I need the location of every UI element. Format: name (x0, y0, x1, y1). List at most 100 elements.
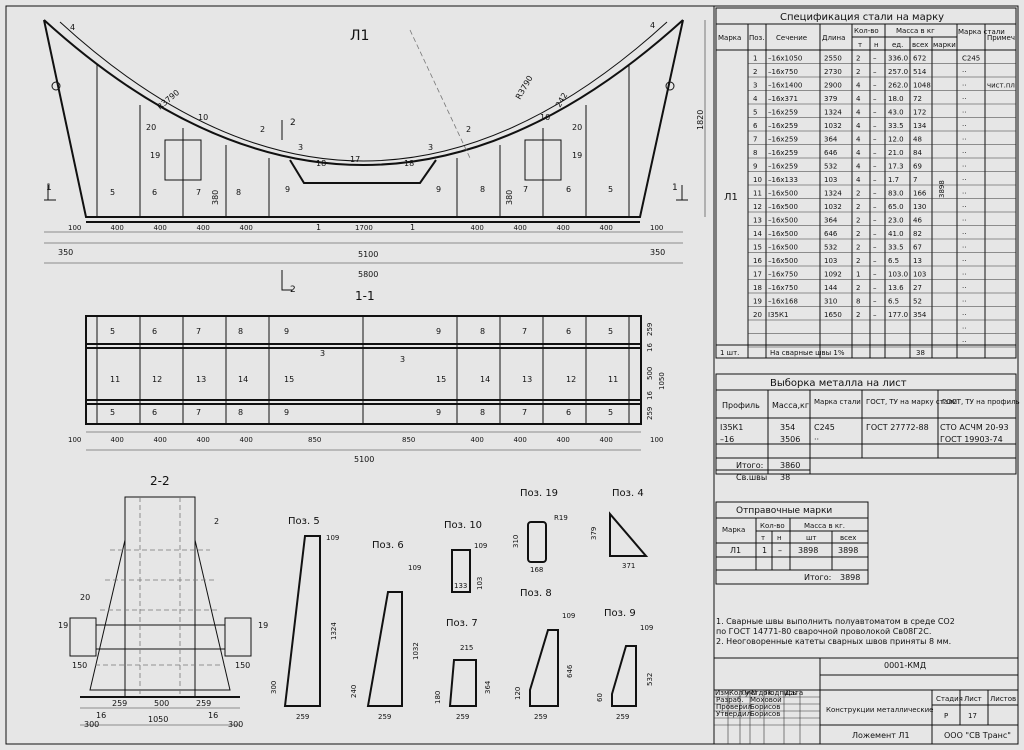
plan-bot-3: 8 (238, 408, 243, 417)
spec-mark: Л1 (724, 192, 738, 203)
elev-dim-6: 400 (471, 224, 484, 232)
plan-mid-1: 12 (152, 375, 162, 384)
plan-top-3: 8 (238, 327, 243, 336)
spec-cell-dlina: 1324 (824, 109, 842, 117)
radius-left: R3790 (156, 88, 182, 112)
spec-h-massa: Масса в кг (896, 27, 935, 35)
spec-cell-poz: 13 (753, 217, 762, 225)
plan-dim-7: 400 (471, 436, 484, 444)
spec-cell-stal: ·· (962, 95, 966, 103)
elev-part-2: 7 (196, 188, 201, 197)
spec-cell-ed: 43.0 (888, 109, 904, 117)
section-mark-bottom: 2 (290, 285, 296, 295)
elev-dim-5: 1700 (355, 224, 373, 232)
otpr-itogo-val: 3898 (840, 573, 860, 582)
spec-cell-stal: ·· (962, 68, 966, 76)
spec-cell-n: – (873, 298, 877, 306)
poz6-d4: 259 (378, 713, 391, 721)
elev-part-11: 8 (480, 185, 485, 194)
elev-part-15: 4 (70, 23, 75, 32)
plan-top-9: 5 (608, 327, 613, 336)
spec-cell-ed: 21.0 (888, 149, 904, 157)
vyborka-h-marka: Марка стали (814, 398, 861, 406)
plan-bot-1: 6 (152, 408, 157, 417)
spec-cell-poz: 15 (753, 244, 762, 252)
spec-cell-dlina: 1032 (824, 122, 842, 130)
elev-part-22: 10 (540, 113, 550, 122)
spec-cell-stal: ·· (962, 244, 966, 252)
spec-cell-poz: 9 (753, 163, 757, 171)
spec-cell-vseh: 84 (913, 149, 922, 157)
radius-right: R3790 (514, 74, 535, 101)
poz5-shape (283, 535, 321, 707)
spec-cell-stal: ·· (962, 298, 966, 306)
plan-mid-4: 15 (284, 375, 294, 384)
spec-cell-t: 2 (856, 230, 860, 238)
detail-poz6: Поз. 6 109 1032 240 259 (350, 540, 421, 721)
spec-cell-sech: –16х259 (768, 122, 798, 130)
poz8-label: Поз. 8 (520, 588, 552, 599)
stamp-utverdil-name: Борисов (750, 710, 780, 718)
poz9-d2: 532 (646, 673, 654, 686)
s22-1050: 1050 (148, 715, 168, 724)
spec-cell-dlina: 2730 (824, 68, 842, 76)
spec-cell-vseh: 48 (913, 136, 922, 144)
spec-cell-ed: 262.0 (888, 82, 908, 90)
stamp-head-1: Кол.уч (729, 689, 753, 697)
plan-dim-9: 400 (557, 436, 570, 444)
stamp-object: Конструкции металлические (826, 706, 934, 714)
dim-5100: 5100 (358, 250, 378, 259)
spec-cell-t: 2 (856, 203, 860, 211)
vyborka-h-gost-marka: ГОСТ, ТУ на марку стали (866, 398, 957, 406)
plan-bot-8: 6 (566, 408, 571, 417)
spec-cell-t: 2 (856, 190, 860, 198)
s22-2: 2 (214, 517, 219, 526)
spec-cell-poz: 8 (753, 149, 757, 157)
s22-259-left: 259 (112, 699, 127, 708)
spec-cell-dlina: 532 (824, 244, 837, 252)
vyborka-cell: 3506 (780, 435, 800, 444)
vyborka-itogo-val: 3860 (780, 461, 800, 470)
spec-cell-vseh: 82 (913, 230, 922, 238)
plan-top-4: 9 (284, 327, 289, 336)
spec-cell-vseh: 46 (913, 217, 922, 225)
vyborka-itogo-label: Итого: (736, 461, 763, 470)
spec-cell-poz: 11 (753, 190, 762, 198)
elevation-outline (43, 19, 684, 218)
spec-cell-poz: 6 (753, 122, 758, 130)
note-1b: по ГОСТ 14771-80 сварочной проволокой Св… (716, 627, 931, 636)
spec-cell-ed: 17.3 (888, 163, 904, 171)
detail-poz4: Поз. 4 379 371 (590, 488, 649, 570)
plan-right-dim-1: 16 (646, 343, 654, 352)
poz19-d3: 168 (530, 566, 543, 574)
spec-footer-text: На сварные швы 1% (770, 349, 845, 357)
spec-cell-stal: ·· (962, 311, 966, 319)
spec-cell-sech: I35К1 (768, 311, 788, 319)
spec-cell-sech: –16х750 (768, 284, 798, 292)
elev-dim-10: 100 (650, 224, 663, 232)
elev-dim-3: 400 (197, 224, 210, 232)
poz9-label: Поз. 9 (604, 608, 636, 619)
elev-part-1: 6 (152, 188, 157, 197)
spec-cell-ed: 18.0 (888, 95, 904, 103)
spec-cell-ed: 257.0 (888, 68, 908, 76)
spec-cell-sech: –16х500 (768, 203, 798, 211)
plan-mid-0: 11 (110, 375, 120, 384)
spec-h-n: н (874, 41, 879, 49)
vyborka-sv-label: Св.швы (736, 473, 767, 482)
poz8-d1: 109 (562, 612, 575, 620)
poz6-d2: 1032 (412, 642, 420, 660)
spec-cell-n: – (873, 257, 877, 265)
spec-cell-poz: 16 (753, 257, 762, 265)
spec-cell-stal: ·· (962, 149, 966, 157)
spec-cell-ed: 83.0 (888, 190, 904, 198)
spec-table: Спецификация стали на марку Марка Поз. С… (715, 7, 1017, 359)
spec-cell-poz: 18 (753, 284, 762, 292)
poz5-d3: 300 (270, 681, 278, 694)
otpr-h-massa: Масса в кг. (804, 522, 845, 530)
spec-cell-poz: 7 (753, 136, 757, 144)
spec-cell-stal: ·· (962, 284, 966, 292)
